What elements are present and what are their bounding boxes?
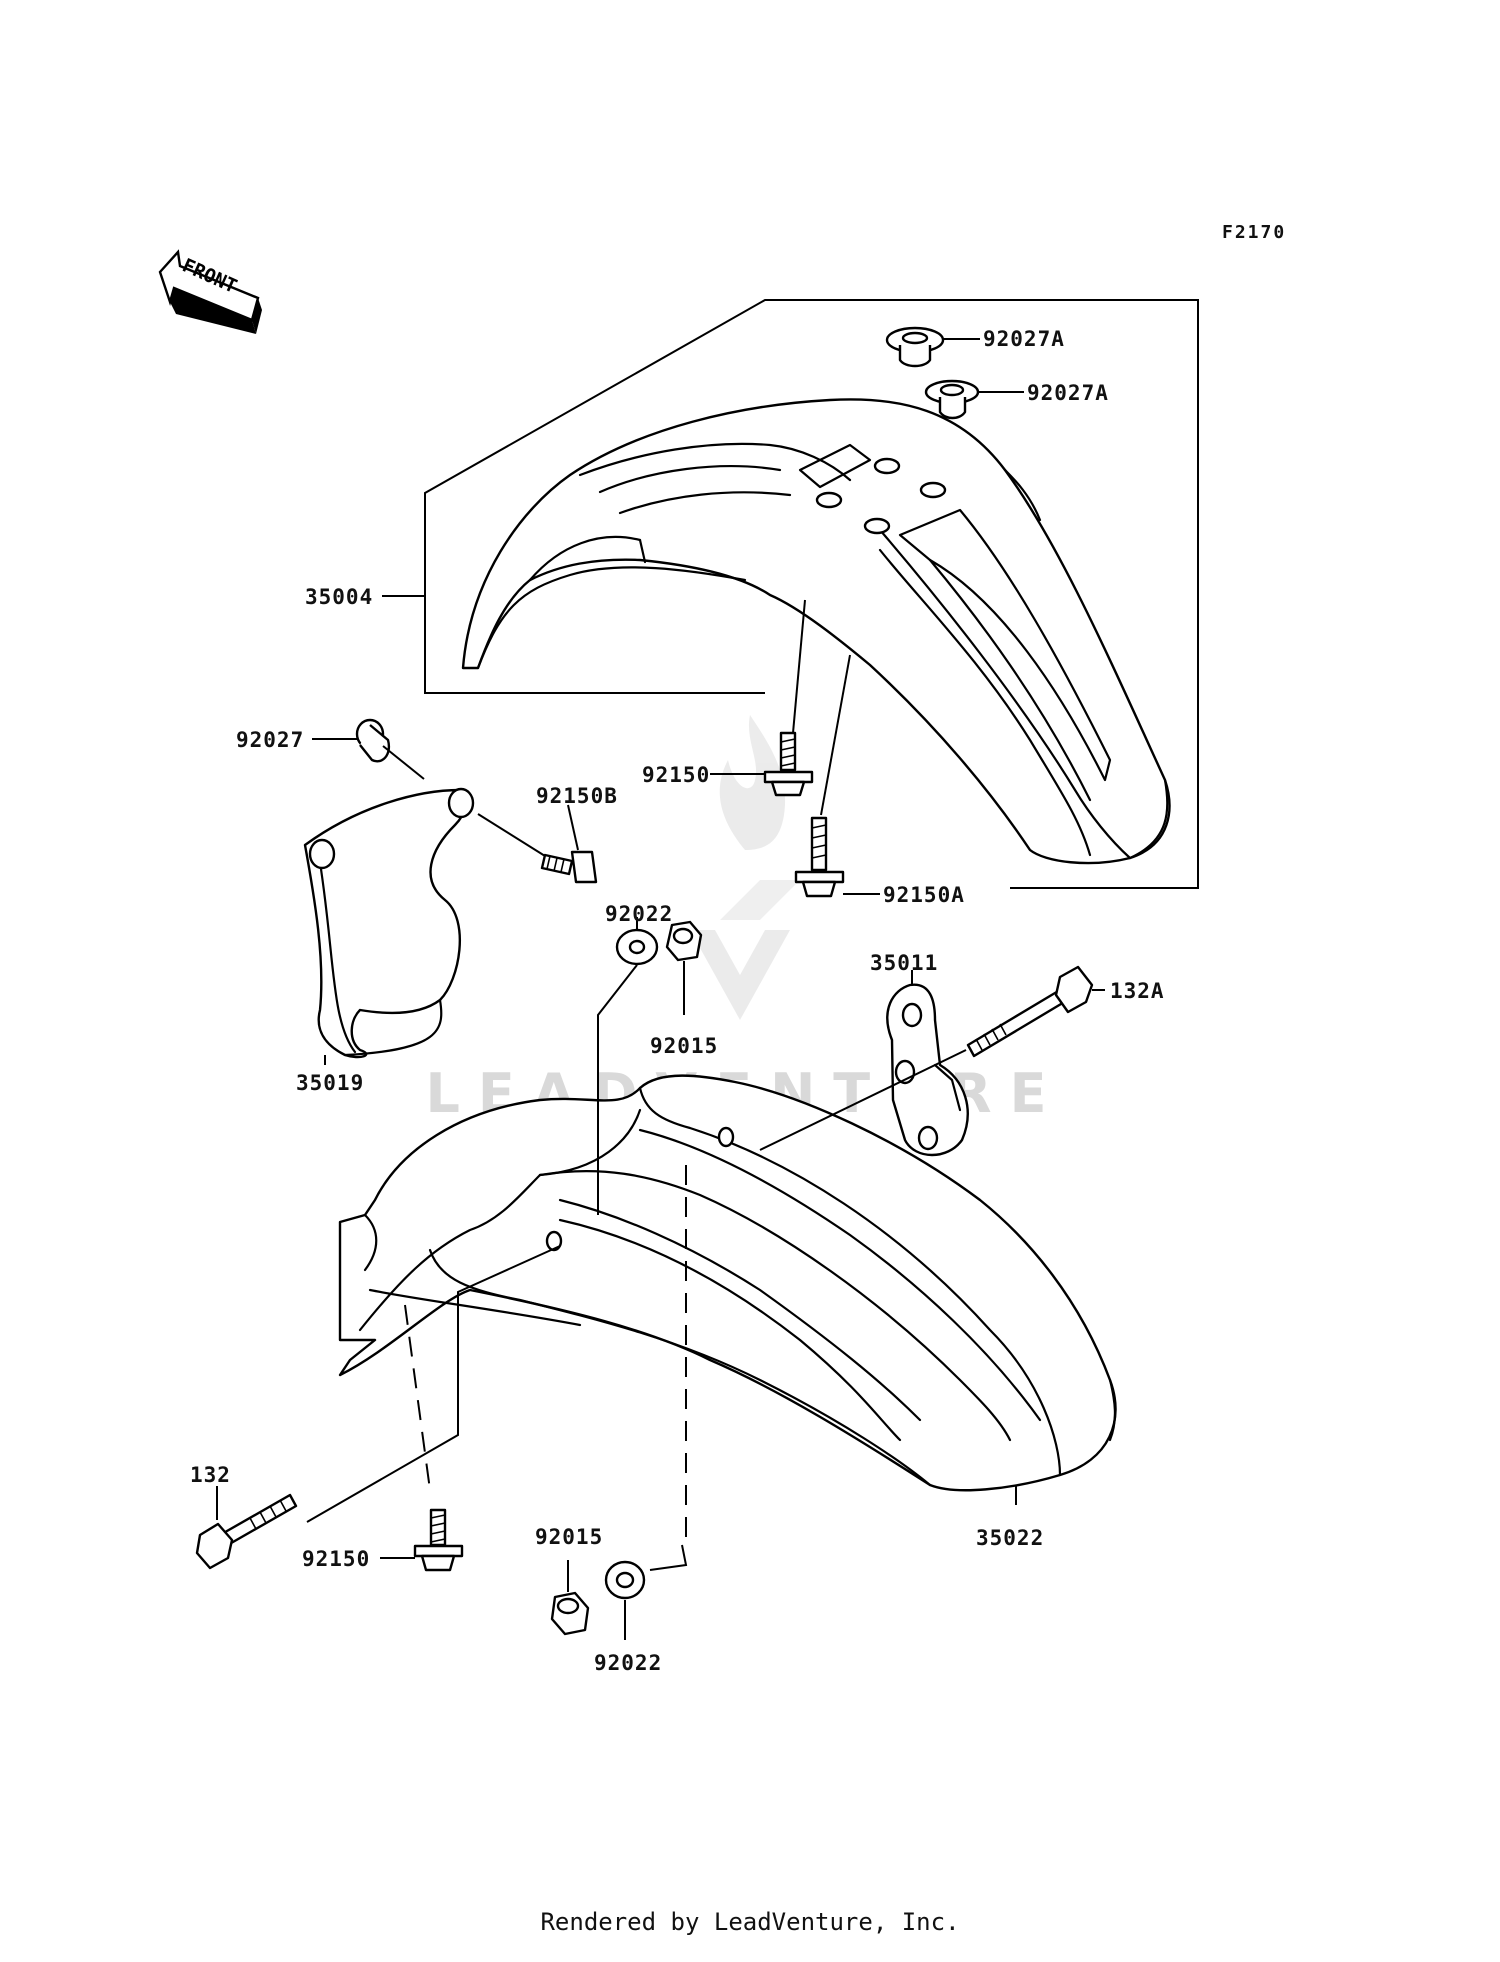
figure-code: F2170 (1222, 222, 1286, 243)
grommet-92027A-1 (885, 326, 945, 368)
label-92027A-1: 92027A (983, 327, 1065, 351)
label-92150B: 92150B (536, 784, 618, 808)
label-35004: 35004 (305, 585, 373, 609)
bolt-92150A (794, 816, 845, 898)
watermark-logo (690, 715, 800, 1020)
bolt-92150-bottom (413, 1508, 464, 1572)
label-35011: 35011 (870, 951, 938, 975)
label-92022-top: 92022 (605, 902, 673, 926)
nut-92015-bottom (550, 1591, 590, 1636)
bolt-92150-top (763, 731, 814, 797)
hidden-lines (404, 1055, 687, 1545)
label-35022: 35022 (976, 1526, 1044, 1550)
footer-credit: Rendered by LeadVenture, Inc. (540, 1908, 960, 1936)
washer-92022-top (615, 928, 659, 966)
leader-lines (216, 338, 1105, 1640)
label-92027: 92027 (236, 728, 304, 752)
bolt-132 (195, 1493, 298, 1570)
label-35019: 35019 (296, 1071, 364, 1095)
bracket-35011 (886, 983, 969, 1157)
rear-fender-35022 (338, 1074, 1117, 1492)
front-arrow-icon: FRONT (158, 249, 262, 334)
label-132: 132 (190, 1463, 231, 1487)
splash-guard-35019 (303, 787, 475, 1059)
grommet-92027A-2 (924, 379, 980, 420)
label-92150A: 92150A (883, 883, 965, 907)
label-92027A-2: 92027A (1027, 381, 1109, 405)
grommet-92027 (355, 718, 391, 763)
nut-92015-top (665, 920, 703, 962)
label-92022-bottom: 92022 (594, 1651, 662, 1675)
label-92015-top: 92015 (650, 1034, 718, 1058)
label-132A: 132A (1110, 979, 1165, 1003)
group-boundary (424, 299, 1199, 889)
front-fender-35004 (461, 398, 1171, 865)
label-92150-top: 92150 (642, 763, 710, 787)
washer-92022-bottom (604, 1560, 646, 1600)
label-92150-bottom: 92150 (302, 1547, 370, 1571)
bolt-132A (966, 965, 1094, 1058)
label-92015-bottom: 92015 (535, 1525, 603, 1549)
bolt-92150B (540, 850, 598, 884)
